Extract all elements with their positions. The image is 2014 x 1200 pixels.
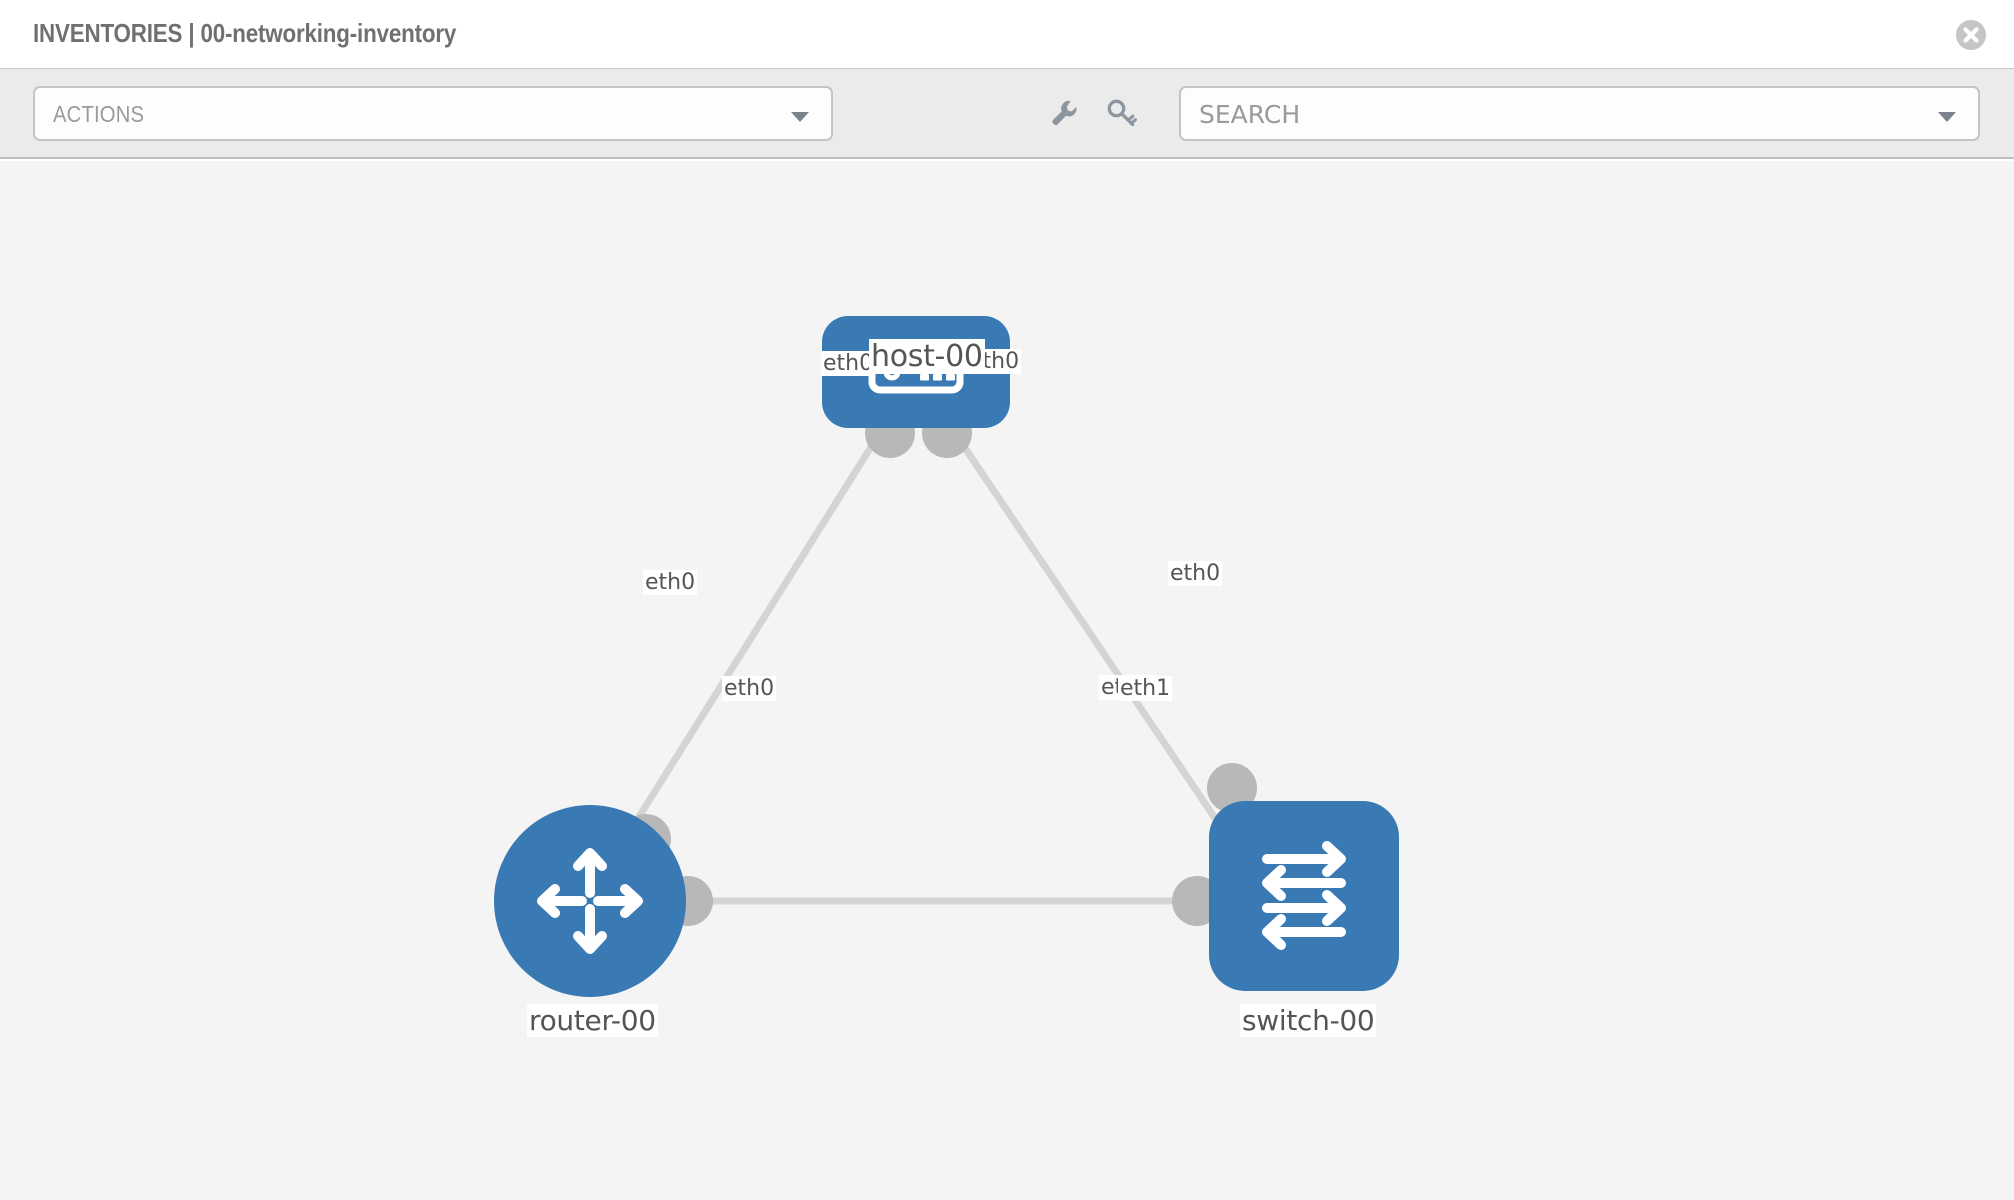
edge-label-router-uplink: eth0 (643, 570, 698, 595)
actions-dropdown-label: ACTIONS (53, 101, 145, 127)
chevron-down-icon (791, 112, 809, 122)
edge-host-switch (945, 421, 1251, 869)
toolbar: ACTIONS SEARCH (0, 69, 2014, 159)
topology-node-label-host-00: host-00 (869, 339, 985, 374)
edge-label-switch-uplink: eth0 (1168, 561, 1223, 586)
router-arrows-icon (537, 848, 643, 954)
endpoint-markers (621, 408, 1257, 926)
topology-node-label-switch-00: switch-00 (1240, 1004, 1377, 1037)
search-placeholder: SEARCH (1199, 100, 1301, 129)
page-title: INVENTORIES | 00-networking-inventory (33, 18, 457, 48)
edges (597, 421, 1251, 905)
chevron-down-icon[interactable] (1938, 112, 1956, 122)
edge-label-host-left: eth0 (821, 351, 876, 376)
switch-arrows-icon (1262, 841, 1346, 950)
topology-node-router-00[interactable] (494, 805, 686, 997)
topology-graph (597, 408, 1257, 926)
key-icon[interactable] (1103, 95, 1139, 131)
topology-node-label-router-00: router-00 (527, 1004, 658, 1037)
window-header: INVENTORIES | 00-networking-inventory (0, 0, 2014, 69)
edge-label-switch-left-over: eth1 (1118, 676, 1173, 701)
actions-dropdown[interactable]: ACTIONS (33, 86, 833, 141)
endpoint-switch-top (1207, 763, 1257, 813)
edge-host-router (597, 421, 889, 881)
search-input[interactable]: SEARCH (1179, 86, 1980, 141)
topology-canvas[interactable]: host-00 router-00 switch-00 eth0 eth0 et… (0, 161, 2014, 1200)
wrench-icon[interactable] (1046, 95, 1082, 131)
topology-node-switch-00[interactable] (1209, 801, 1399, 991)
close-icon[interactable] (1956, 20, 1986, 50)
edge-label-router-right: eth0 (722, 676, 777, 701)
